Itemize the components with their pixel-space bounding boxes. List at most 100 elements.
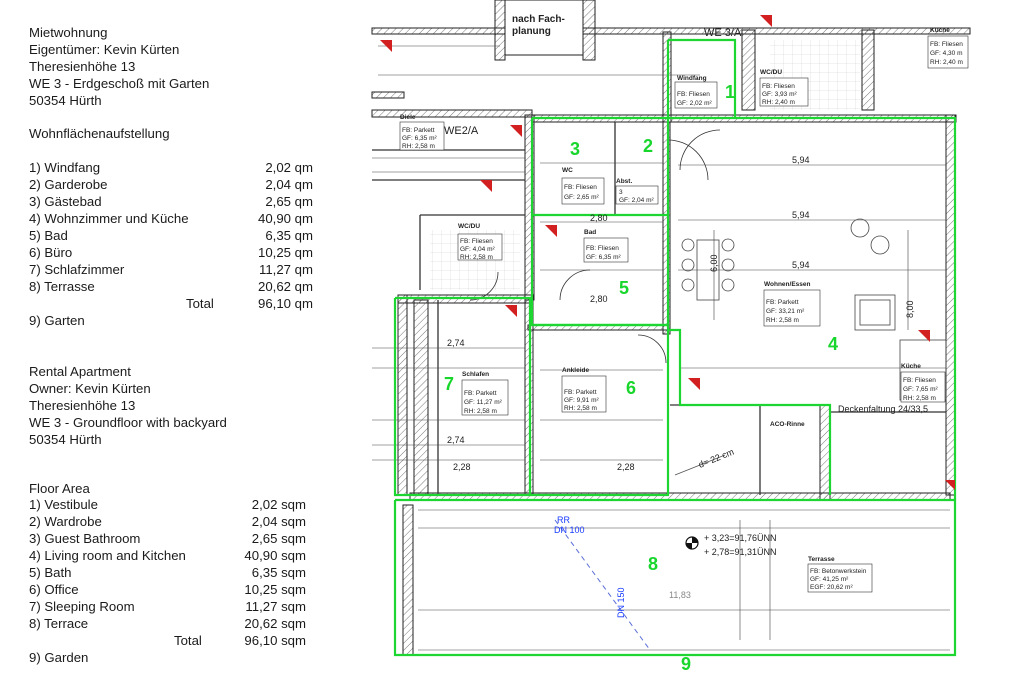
room-area: GF: 6,35 m² bbox=[402, 135, 438, 142]
room-floor: 3 bbox=[619, 189, 623, 196]
area-value: 11,27 sqm bbox=[245, 599, 306, 614]
english-unit: WE 3 - Groundfloor with backyard bbox=[29, 415, 227, 430]
room-area: GF: 6,35 m² bbox=[586, 254, 622, 261]
area-label: 1) Windfang bbox=[29, 160, 101, 175]
room-name: Terrasse bbox=[808, 556, 835, 563]
room-number-9: 9 bbox=[681, 654, 691, 674]
drain-label: DN 150 bbox=[616, 587, 626, 618]
english-city: 50354 Hürth bbox=[29, 432, 102, 447]
room-number-8: 8 bbox=[648, 554, 658, 574]
area-label: 8) Terrace bbox=[29, 616, 89, 631]
level-label: + 2,78=91,31ÜNN bbox=[704, 547, 777, 557]
neighbor-label: WE2/A bbox=[444, 125, 479, 137]
room-floor: FB: Fliesen bbox=[930, 41, 963, 48]
room-egf: EGF: 20,62 m² bbox=[810, 584, 853, 591]
room-height: RH: 2,58 m bbox=[402, 143, 435, 150]
dimension-label: 5,94 bbox=[792, 210, 810, 220]
area-value: 10,25 qm bbox=[258, 245, 313, 260]
area-value: 2,02 sqm bbox=[251, 497, 306, 512]
plan-annotations: + 3,23=91,76ÜNN + 2,78=91,31ÜNN RR DN 10… bbox=[447, 155, 928, 618]
room-height: RH: 2,58 m bbox=[464, 408, 497, 415]
area-value: 20,62 sqm bbox=[244, 616, 306, 631]
english-section-title: Floor Area bbox=[29, 481, 90, 496]
drain-label: RR bbox=[557, 515, 570, 525]
room-area: GF: 41,25 m² bbox=[810, 576, 849, 583]
room-area: GF: 33,21 m² bbox=[766, 308, 805, 315]
dimension-label: 11,83 bbox=[669, 590, 691, 600]
dimension-label: 5,94 bbox=[792, 260, 810, 270]
german-street: Theresienhöhe 13 bbox=[29, 59, 136, 74]
dimension-label: 2,74 bbox=[447, 338, 465, 348]
room-area: GF: 7,65 m² bbox=[903, 386, 939, 393]
area-value: 11,27 qm bbox=[258, 262, 313, 277]
room-number-3: 3 bbox=[570, 139, 580, 159]
room-area: GF: 2,02 m² bbox=[677, 100, 713, 107]
total-label: Total bbox=[186, 296, 214, 311]
unit-label: WE 3/A bbox=[704, 27, 742, 39]
drain-label: ACO-Rinne bbox=[770, 421, 805, 428]
area-label: 2) Garderobe bbox=[29, 177, 108, 192]
room-floor: FB: Parkett bbox=[766, 299, 799, 306]
dimension-label: 2,80 bbox=[590, 213, 608, 223]
room-number-2: 2 bbox=[643, 136, 653, 156]
area-label: 4) Living room and Kitchen bbox=[29, 548, 186, 563]
german-unit: WE 3 - Erdgeschoß mit Garten bbox=[29, 76, 210, 91]
room-name: Abst. bbox=[616, 178, 632, 185]
dining-table bbox=[681, 238, 735, 301]
room-floor: FB: Fliesen bbox=[586, 245, 619, 252]
area-label: 7) Sleeping Room bbox=[29, 599, 135, 614]
room-name: Ankleide bbox=[562, 367, 589, 374]
area-label: 7) Schlafzimmer bbox=[29, 262, 125, 277]
room-floor: FB: Fliesen bbox=[762, 83, 795, 90]
room-numbers: 1 2 3 4 5 6 7 8 9 bbox=[444, 82, 838, 674]
english-garden: 9) Garden bbox=[29, 650, 89, 665]
room-number-6: 6 bbox=[626, 378, 636, 398]
german-owner: Eigentümer: Kevin Kürten bbox=[29, 42, 180, 57]
drain-label: DN 100 bbox=[554, 525, 585, 535]
room-number-5: 5 bbox=[619, 278, 629, 298]
area-value: 2,04 qm bbox=[265, 177, 313, 192]
area-value: 40,90 sqm bbox=[244, 548, 306, 563]
area-label: 5) Bath bbox=[29, 565, 72, 580]
room-number-1: 1 bbox=[725, 82, 735, 102]
room-floor: FB: Parkett bbox=[564, 389, 597, 396]
note-text: nach Fach-planung bbox=[512, 14, 565, 37]
area-label: 3) Gästebad bbox=[29, 194, 102, 209]
total-label: Total bbox=[174, 633, 202, 648]
room-area: GF: 9,91 m² bbox=[564, 397, 600, 404]
note-box bbox=[504, 0, 584, 56]
dimension-label: 2,28 bbox=[617, 462, 635, 472]
dimension-label: 2,28 bbox=[453, 462, 471, 472]
area-value: 6,35 sqm bbox=[251, 565, 306, 580]
german-city: 50354 Hürth bbox=[29, 93, 102, 108]
dimension-lines bbox=[372, 45, 950, 651]
unit-boundary bbox=[393, 38, 957, 657]
room-height: RH: 2,58 m bbox=[460, 254, 493, 261]
room-number-7: 7 bbox=[444, 374, 454, 394]
room-name: Küche bbox=[901, 363, 921, 370]
dimension-label: 2,74 bbox=[447, 435, 465, 445]
english-owner: Owner: Kevin Kürten bbox=[29, 381, 151, 396]
dimension-label: 8,00 bbox=[905, 300, 915, 318]
room-name: Schlafen bbox=[462, 371, 489, 378]
room-floor: FB: Parkett bbox=[464, 390, 497, 397]
interior-walls bbox=[372, 122, 946, 495]
room-name: Windfang bbox=[677, 75, 707, 82]
area-value: 2,65 sqm bbox=[251, 531, 306, 546]
dimension-label: 2,80 bbox=[590, 294, 608, 304]
red-markers bbox=[380, 15, 955, 490]
dimension-label: 5,94 bbox=[792, 155, 810, 165]
room-area: GF: 4,04 m² bbox=[460, 246, 496, 253]
german-section-title: Wohnflächenaufstellung bbox=[29, 126, 170, 141]
room-name: WC/DU bbox=[458, 223, 480, 230]
sofa bbox=[850, 218, 896, 331]
area-label: 5) Bad bbox=[29, 228, 68, 243]
room-info-boxes: Windfang FB: Fliesen GF: 2,02 m² WC FB: … bbox=[399, 27, 969, 593]
room-floor: FB: Fliesen bbox=[564, 184, 597, 191]
room-name: Küche bbox=[930, 27, 950, 34]
area-label: 6) Büro bbox=[29, 245, 73, 260]
total-value: 96,10 sqm bbox=[244, 633, 306, 648]
room-name: Wohnen/Essen bbox=[764, 281, 811, 288]
room-number-4: 4 bbox=[828, 334, 838, 354]
area-label: 8) Terrasse bbox=[29, 279, 95, 294]
